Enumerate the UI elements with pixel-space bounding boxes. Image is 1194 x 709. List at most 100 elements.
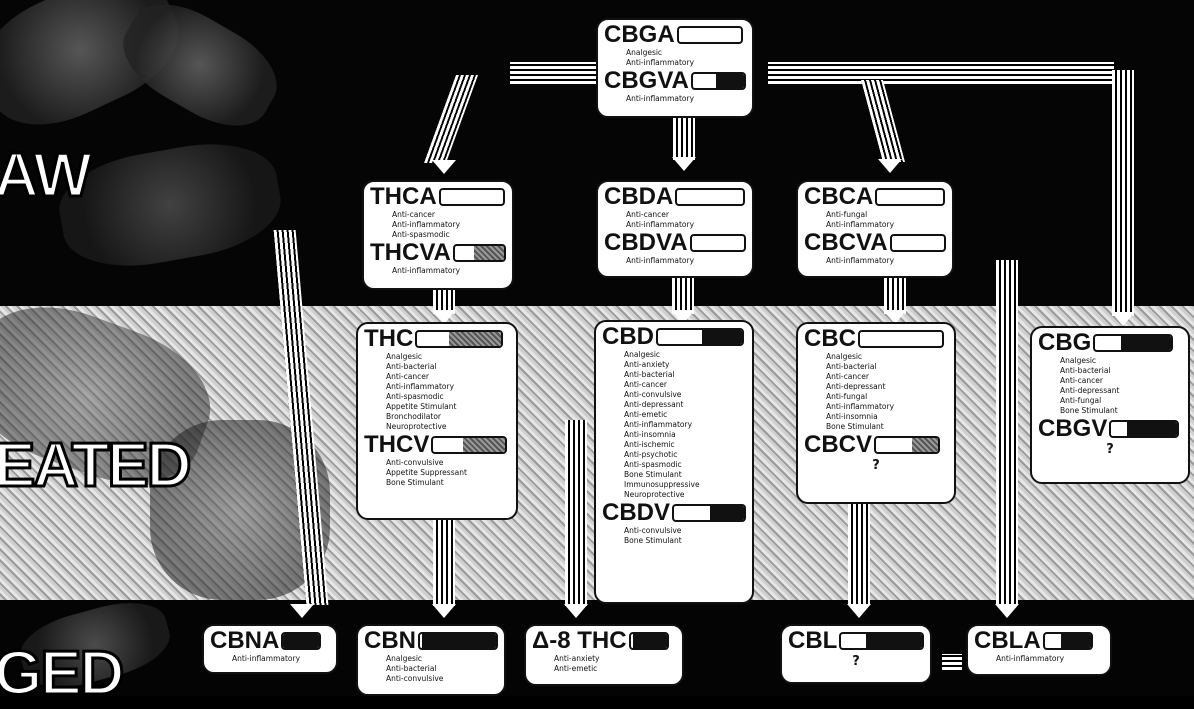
property-text: Anti-cancer — [392, 210, 506, 220]
arrow-cbga-cbda — [673, 118, 695, 160]
cbl-box: CBL ? — [780, 624, 932, 684]
property-text: Anti-cancer — [826, 372, 948, 382]
property-text: Appetite Suppressant — [386, 468, 510, 478]
cbcva-name: CBCVA — [804, 231, 888, 255]
arrow-tip — [995, 604, 1019, 618]
property-text: Bone Stimulant — [386, 478, 510, 488]
cbl-bar — [839, 632, 924, 650]
property-text: Analgesic — [626, 48, 746, 58]
cbdv-bar — [672, 504, 746, 522]
property-text: Bone Stimulant — [624, 536, 746, 546]
property-text: Anti-spasmodic — [624, 460, 746, 470]
property-text: Analgesic — [386, 352, 510, 362]
property-text: Anti-bacterial — [386, 664, 498, 674]
unknown-properties: ? — [1038, 442, 1182, 457]
cbcv-bar — [874, 436, 940, 454]
heated-label: EATED — [0, 430, 190, 501]
cbla-box: CBLA Anti-inflammatory — [966, 624, 1112, 676]
property-text: Anti-ischemic — [624, 440, 746, 450]
cbd-box: CBD Analgesic Anti-anxiety Anti-bacteria… — [594, 320, 754, 604]
cbg-name: CBG — [1038, 331, 1091, 355]
unknown-properties: ? — [788, 654, 924, 669]
cbla-bar — [1043, 632, 1093, 650]
property-text: Anti-inflammatory — [626, 94, 746, 104]
unknown-properties: ? — [804, 458, 948, 473]
property-text: Anti-emetic — [624, 410, 746, 420]
thc-name: THC — [364, 327, 413, 351]
property-text: Anti-inflammatory — [626, 256, 746, 266]
property-text: Anti-cancer — [386, 372, 510, 382]
arrow-cbga-cbg — [1112, 70, 1134, 316]
thcva-name: THCVA — [370, 241, 451, 265]
cbca-box: CBCA Anti-fungal Anti-inflammatory CBCVA… — [796, 180, 954, 278]
cbc-box: CBC Analgesic Anti-bacterial Anti-cancer… — [796, 322, 956, 504]
cbn-bar — [418, 632, 498, 650]
cbdva-bar — [690, 234, 746, 252]
property-text: Anti-fungal — [1060, 396, 1182, 406]
aged-label: GED — [0, 638, 122, 709]
arrow-tip — [432, 604, 456, 618]
cbdva-name: CBDVA — [604, 231, 688, 255]
thc-bar — [415, 330, 503, 348]
property-text: Anti-cancer — [1060, 376, 1182, 386]
arrow-tip — [847, 604, 871, 618]
property-text: Anti-fungal — [826, 210, 946, 220]
arrow-tip — [564, 604, 588, 618]
cbg-box: CBG Analgesic Anti-bacterial Anti-cancer… — [1030, 326, 1190, 484]
thca-bar — [439, 188, 505, 206]
arrow-cbda-cbd — [672, 276, 694, 314]
property-text: Anti-inflammatory — [624, 420, 746, 430]
d8thc-name: Δ-8 THC — [532, 629, 627, 653]
cbca-bar — [875, 188, 945, 206]
property-text: Anti-insomnia — [826, 412, 948, 422]
property-text: Anti-inflammatory — [826, 402, 948, 412]
property-text: Anti-anxiety — [624, 360, 746, 370]
cbg-bar — [1093, 334, 1173, 352]
arrow-cbca-cbc — [884, 276, 906, 314]
cbda-box: CBDA Anti-cancer Anti-inflammatory CBDVA… — [596, 180, 754, 278]
arrow-thc-cbn — [433, 520, 455, 606]
property-text: Anti-inflammatory — [232, 654, 330, 664]
arrow-cbga-right — [768, 62, 1114, 84]
property-text: Anti-spasmodic — [386, 392, 510, 402]
property-text: Analgesic — [826, 352, 948, 362]
cbla-name: CBLA — [974, 629, 1041, 653]
cbn-box: CBN Analgesic Anti-bacterial Anti-convul… — [356, 624, 506, 696]
property-text: Anti-psychotic — [624, 450, 746, 460]
property-text: Analgesic — [624, 350, 746, 360]
cbgva-name: CBGVA — [604, 69, 689, 93]
property-text: Analgesic — [1060, 356, 1182, 366]
cbgv-name: CBGV — [1038, 417, 1107, 441]
property-text: Anti-inflammatory — [392, 266, 506, 276]
property-text: Anti-anxiety — [554, 654, 676, 664]
cbc-bar — [858, 330, 944, 348]
cbna-bar — [281, 632, 321, 650]
arrow-cbla-cbl — [942, 654, 962, 670]
cbga-bar — [677, 26, 743, 44]
cbgva-bar — [691, 72, 746, 90]
property-text: Anti-inflammatory — [392, 220, 506, 230]
cbna-box: CBNA Anti-inflammatory — [202, 624, 338, 674]
cbd-bar — [656, 328, 744, 346]
arrow-tip — [290, 604, 314, 618]
thcv-bar — [431, 436, 507, 454]
property-text: Anti-bacterial — [624, 370, 746, 380]
property-text: Anti-convulsive — [624, 390, 746, 400]
cbga-name: CBGA — [604, 23, 675, 47]
property-text: Anti-convulsive — [624, 526, 746, 536]
property-text: Anti-inflammatory — [996, 654, 1104, 664]
property-text: Anti-bacterial — [386, 362, 510, 372]
cbd-name: CBD — [602, 325, 654, 349]
property-text: Anti-convulsive — [386, 674, 498, 684]
arrow-cbca-cbla — [996, 260, 1018, 604]
property-text: Appetite Stimulant — [386, 402, 510, 412]
cbdv-name: CBDV — [602, 501, 670, 525]
property-text: Anti-insomnia — [624, 430, 746, 440]
thc-box: THC Analgesic Anti-bacterial Anti-cancer… — [356, 322, 518, 520]
thca-box: THCA Anti-cancer Anti-inflammatory Anti-… — [362, 180, 514, 290]
property-text: Anti-bacterial — [1060, 366, 1182, 376]
cbgv-bar — [1109, 420, 1179, 438]
property-text: Anti-emetic — [554, 664, 676, 674]
arrow-cbc-cbl — [848, 500, 870, 604]
property-text: Anti-fungal — [826, 392, 948, 402]
